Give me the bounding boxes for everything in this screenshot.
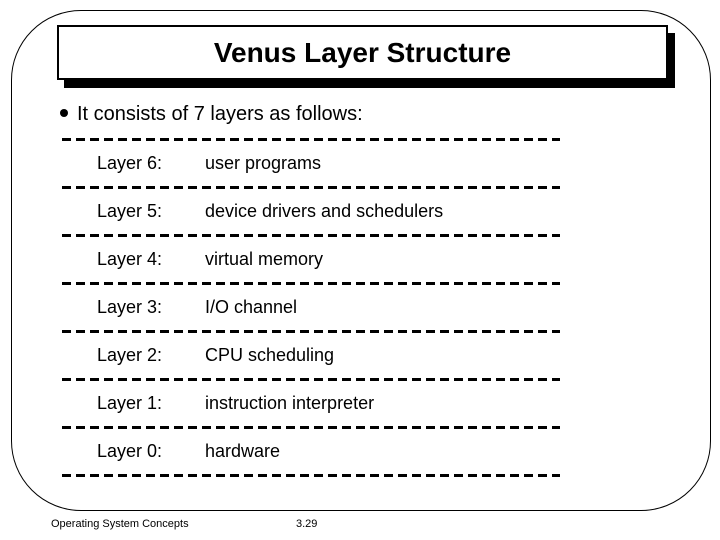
dashed-separator [62,474,560,477]
page-title: Venus Layer Structure [213,36,512,68]
footer-page-number: 3.29 [296,518,318,530]
layer-label: Layer 2: [97,345,163,365]
dashed-separator [62,186,560,189]
dashed-separator [62,330,560,333]
dashed-separator [62,282,560,285]
dashed-separator [62,426,560,429]
layer-desc: virtual memory [205,249,324,269]
layer-row-0: Layer 0: hardware [62,429,560,474]
layer-label: Layer 1: [97,393,163,413]
layer-desc: user programs [205,153,322,173]
layer-row-3: Layer 3: I/O channel [62,285,560,330]
layer-table: Layer 6: user programs Layer 5: device d… [62,138,560,477]
slide-rounded-border [11,10,711,511]
bullet-text: It consists of 7 layers as follows: [77,103,363,125]
layer-desc: I/O channel [205,297,298,317]
layer-label: Layer 4: [97,249,163,269]
layer-row-5: Layer 5: device drivers and schedulers [62,189,560,234]
layer-label: Layer 6: [97,153,163,173]
layer-row-4: Layer 4: virtual memory [62,237,560,282]
layer-label: Layer 0: [97,441,163,461]
dashed-separator [62,378,560,381]
dashed-separator [62,234,560,237]
bullet-row: It consists of 7 layers as follows: [60,102,363,126]
layer-desc: hardware [205,441,281,461]
title-box: Venus Layer Structure [57,25,668,80]
bullet-icon [60,109,68,117]
dashed-separator [62,138,560,141]
layer-label: Layer 3: [97,297,163,317]
layer-desc: CPU scheduling [205,345,335,365]
footer-book-title: Operating System Concepts [51,518,189,530]
layer-desc: instruction interpreter [205,393,375,413]
layer-row-1: Layer 1: instruction interpreter [62,381,560,426]
layer-row-6: Layer 6: user programs [62,141,560,186]
layer-row-2: Layer 2: CPU scheduling [62,333,560,378]
layer-label: Layer 5: [97,201,163,221]
layer-desc: device drivers and schedulers [205,201,444,221]
